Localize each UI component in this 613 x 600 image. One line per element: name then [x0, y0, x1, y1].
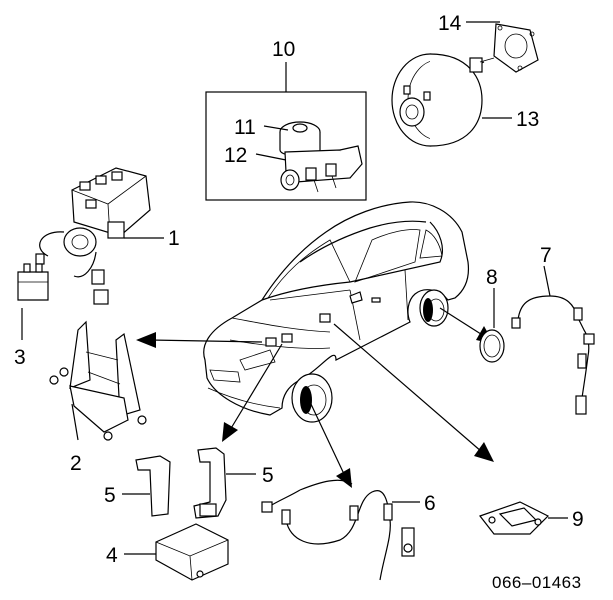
- sensor-brackets: [122, 447, 256, 519]
- callout-13: 13: [516, 108, 539, 131]
- vehicle-illustration: [203, 201, 470, 423]
- callout-labels: 1 2 3 4 5 5 6 7 8 9 10 11 12 13 14: [14, 12, 584, 567]
- callout-5-right: 5: [262, 464, 274, 487]
- callout-8: 8: [486, 266, 498, 289]
- callout-14: 14: [438, 12, 462, 35]
- wheel-sensor-harness: [261, 479, 420, 581]
- rear-sensor-and-ring: [479, 265, 595, 415]
- diagram-code: 066–01463: [492, 573, 582, 592]
- yaw-sensor: [479, 501, 568, 535]
- callout-6: 6: [424, 492, 436, 515]
- callout-4: 4: [106, 544, 118, 567]
- callout-9: 9: [572, 508, 584, 531]
- callout-5-left: 5: [104, 484, 116, 507]
- control-module: [124, 523, 229, 581]
- bracket-assembly: [49, 320, 147, 441]
- brake-booster: [391, 21, 539, 147]
- abs-actuator: [17, 167, 164, 340]
- callout-7: 7: [540, 244, 552, 267]
- callout-10: 10: [272, 38, 295, 61]
- callout-1: 1: [168, 227, 180, 250]
- master-cylinder-box: [205, 62, 367, 201]
- callout-3: 3: [14, 346, 26, 369]
- callout-12: 12: [224, 144, 247, 167]
- callout-2: 2: [70, 452, 82, 475]
- callout-11: 11: [234, 116, 256, 139]
